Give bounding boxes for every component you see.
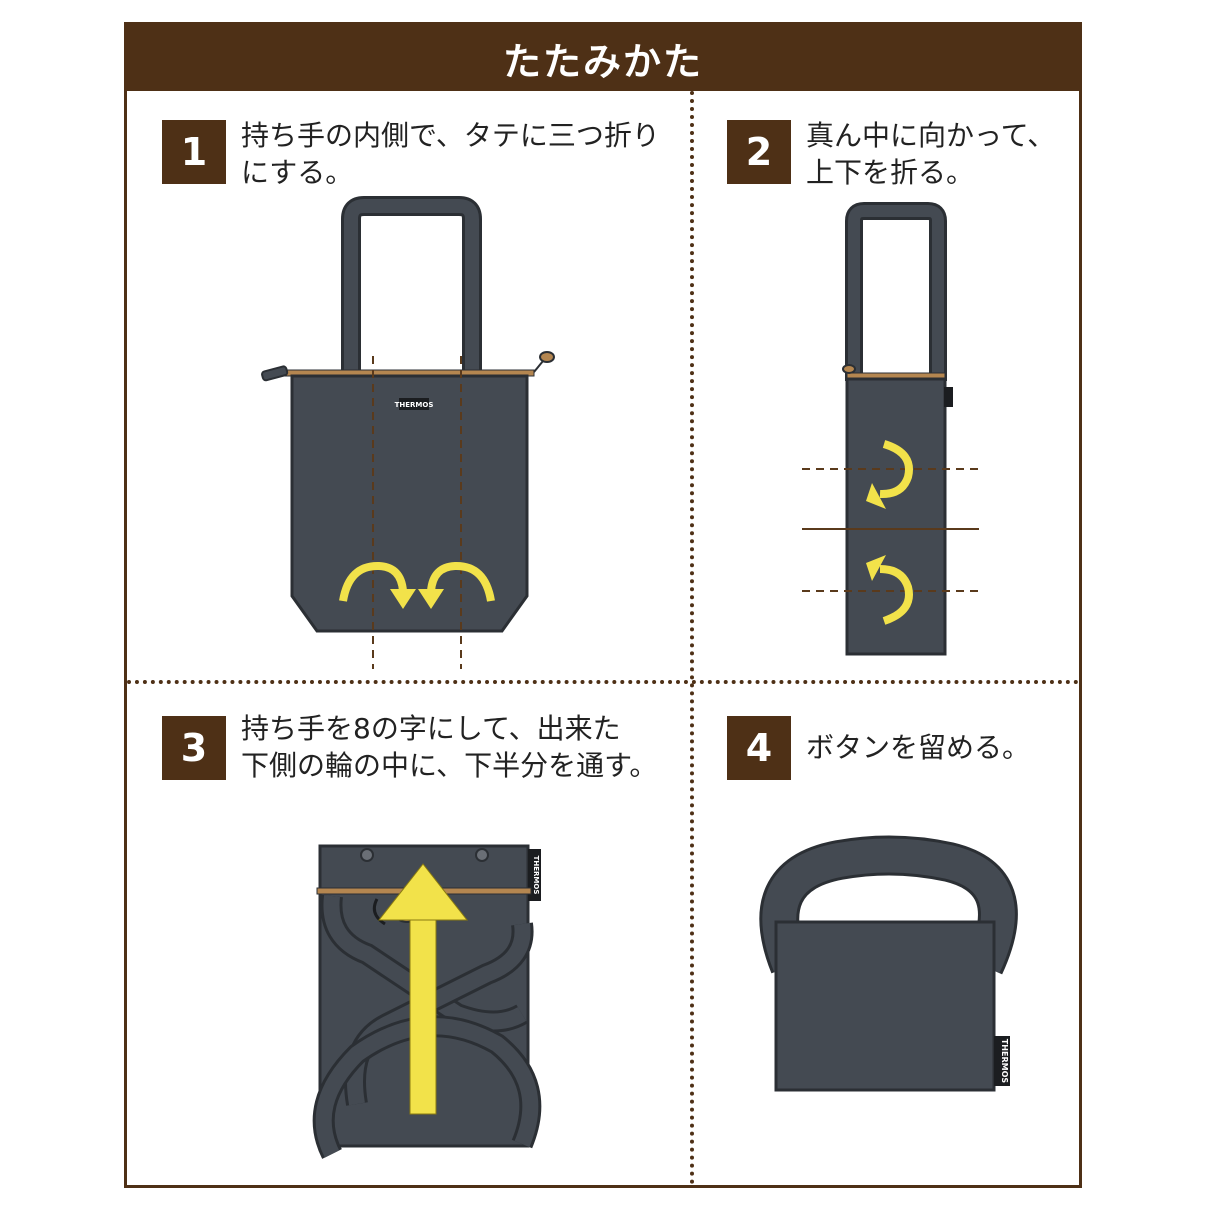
brand-logo-text: THERMOS — [532, 856, 540, 895]
finished-bag-illustration: THERMOS — [759, 835, 1018, 1092]
instruction-line: にする。 — [241, 156, 354, 189]
fold-arrow-right — [339, 562, 407, 602]
pull-through-arrow-head — [377, 863, 469, 921]
snap-button — [360, 848, 374, 862]
step-2-panel: 2 真ん中に向かって、 上下を折る。 — [694, 91, 1079, 680]
zipper-end-tab — [261, 365, 289, 382]
title-bar: たたみかた — [127, 25, 1079, 91]
bag-body — [774, 920, 996, 1092]
brand-label — [399, 398, 429, 410]
step-3-panel: 3 持ち手を8の字にして、出来た 下側の輪の中に、下半分を通す。 THERMOS — [127, 684, 690, 1185]
step-1-panel: 1 持ち手の内側で、タテに三つ折り にする。 THERMOS — [127, 91, 690, 680]
instruction-line: 上下を折る。 — [806, 156, 975, 189]
zipper-pull — [372, 898, 386, 926]
folding-guide-frame: たたみかた 1 持ち手の内側で、タテに三つ折り にする。 THERMOS — [124, 22, 1082, 1188]
bag-handle — [341, 196, 482, 396]
step-instruction: ボタンを留める。 — [806, 729, 1030, 766]
snap-button — [475, 848, 489, 862]
step-number-badge: 3 — [162, 716, 226, 780]
fold-arrow-down — [879, 440, 913, 499]
instruction-line: 持ち手を8の字にして、出来た — [241, 712, 621, 745]
instruction-line: ボタンを留める。 — [806, 731, 1031, 764]
fold-arrow-up — [879, 565, 913, 625]
zipper-pull — [539, 351, 555, 363]
zipper-pull — [842, 364, 856, 374]
instruction-line: 持ち手の内側で、タテに三つ折り — [241, 119, 660, 152]
vertical-divider — [690, 91, 694, 1185]
step-instruction: 持ち手を8の字にして、出来た 下側の輪の中に、下半分を通す。 — [241, 710, 657, 784]
tote-bag-illustration: THERMOS — [261, 196, 555, 669]
pull-through-arrow-shaft — [409, 913, 437, 1115]
instruction-line: 真ん中に向かって、 — [806, 119, 1056, 152]
step-instruction: 真ん中に向かって、 上下を折る。 — [806, 117, 1055, 191]
folded-bag-illustration — [802, 202, 979, 656]
fold-arrow-left — [427, 562, 495, 602]
bag-handle — [845, 202, 947, 381]
horizontal-divider — [127, 680, 1079, 684]
brand-logo-text: THERMOS — [1000, 1039, 1009, 1084]
step-number-badge: 4 — [727, 716, 791, 780]
step-4-panel: 4 ボタンを留める。 THERMOS — [694, 684, 1079, 1185]
step-number-badge: 1 — [162, 120, 226, 184]
bag-body — [845, 377, 947, 656]
brand-logo-text: THERMOS — [395, 401, 434, 409]
instruction-line: 下側の輪の中に、下半分を通す。 — [241, 749, 658, 782]
page-title: たたみかた — [502, 39, 703, 84]
side-label — [994, 1036, 1010, 1086]
side-tab — [944, 387, 953, 407]
step-number-badge: 2 — [727, 120, 791, 184]
figure-eight-illustration: THERMOS — [312, 844, 542, 1159]
step-instruction: 持ち手の内側で、タテに三つ折り にする。 — [241, 117, 660, 191]
